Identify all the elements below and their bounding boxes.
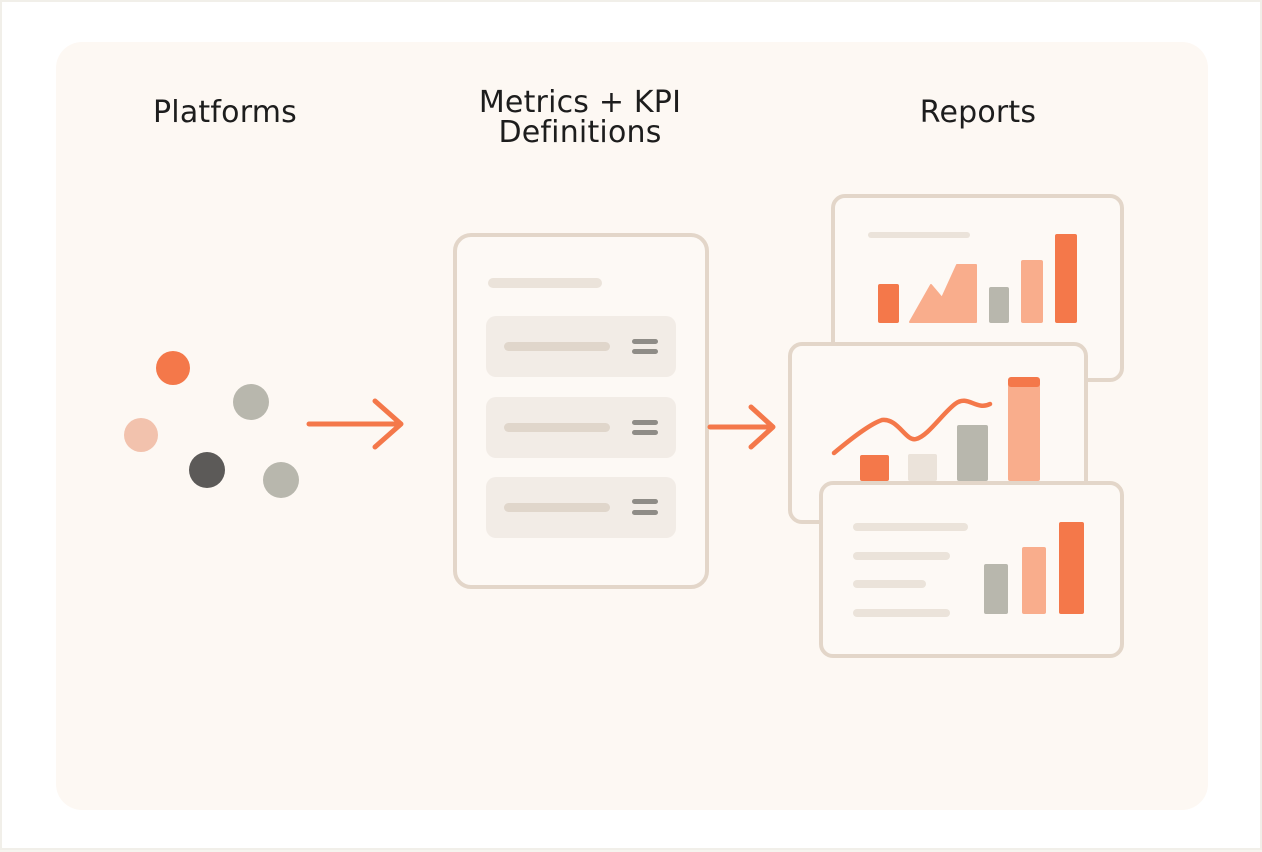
chart-bar (1055, 234, 1077, 323)
report-card (831, 194, 1124, 382)
chart-bar (878, 284, 899, 323)
metrics-title: Metrics + KPI Definitions (450, 88, 710, 148)
platform-dot (124, 418, 158, 452)
area-chart-shape (909, 264, 977, 323)
arrow-right-icon (707, 404, 776, 450)
chart-bar (1022, 547, 1046, 614)
chart-bar (908, 454, 937, 481)
platform-dot (233, 384, 269, 420)
metrics-card (453, 233, 709, 589)
chart-bar (1008, 379, 1040, 481)
reports-title: Reports (919, 95, 1037, 130)
metric-row (486, 477, 676, 538)
platform-dot (156, 351, 190, 385)
chart-bar (957, 425, 988, 481)
platforms-title: Platforms (153, 95, 297, 130)
arrow-right-icon (306, 398, 404, 450)
platform-dot (189, 452, 225, 488)
metrics-title-line1: Metrics + KPI (478, 85, 682, 120)
metric-row (486, 316, 676, 377)
platform-dot (263, 462, 299, 498)
chart-bar (984, 564, 1008, 614)
report-card (819, 481, 1124, 658)
chart-bar (1021, 260, 1043, 323)
chart-bar-cap (1008, 377, 1040, 387)
chart-bar (1059, 522, 1084, 614)
report-card (788, 342, 1088, 524)
chart-bar (989, 287, 1009, 323)
chart-bar (860, 455, 889, 481)
trend-line (831, 398, 993, 456)
platform-dots (124, 351, 299, 498)
metric-row (486, 397, 676, 458)
metrics-title-line2: Definitions (498, 115, 662, 150)
